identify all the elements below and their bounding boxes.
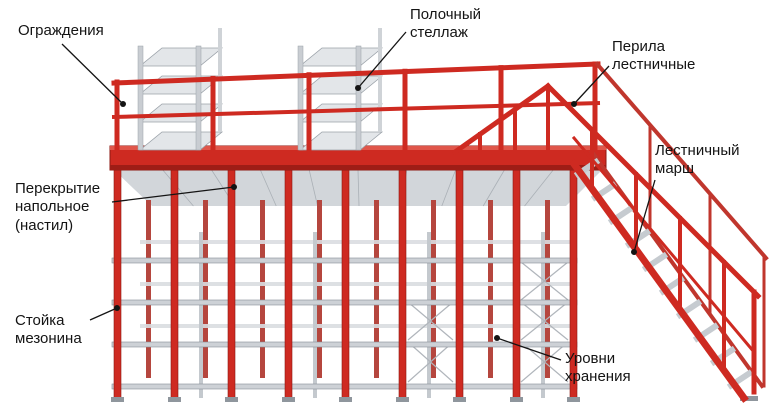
label-stair-railing: Перила лестничные: [612, 38, 696, 74]
callout-dots: [114, 85, 637, 341]
floor-decking: [114, 169, 602, 207]
mezzanine-posts-back: [146, 200, 550, 378]
label-stair-flight: Лестничный марш: [655, 142, 740, 178]
label-shelf-rack: Полочный стеллаж: [410, 6, 481, 42]
label-mezzanine-post: Стойка мезонина: [15, 312, 82, 348]
label-floor-decking: Перекрытие напольное (настил): [15, 180, 101, 234]
staircase: [451, 61, 769, 403]
label-guardrails: Ограждения: [18, 22, 104, 39]
callout-leader-lines: [61, 31, 656, 361]
base-plates: [111, 396, 758, 402]
shelf-rack-top: [137, 28, 384, 151]
label-storage-levels: Уровни хранения: [565, 350, 631, 386]
stair-railing: [451, 82, 762, 395]
